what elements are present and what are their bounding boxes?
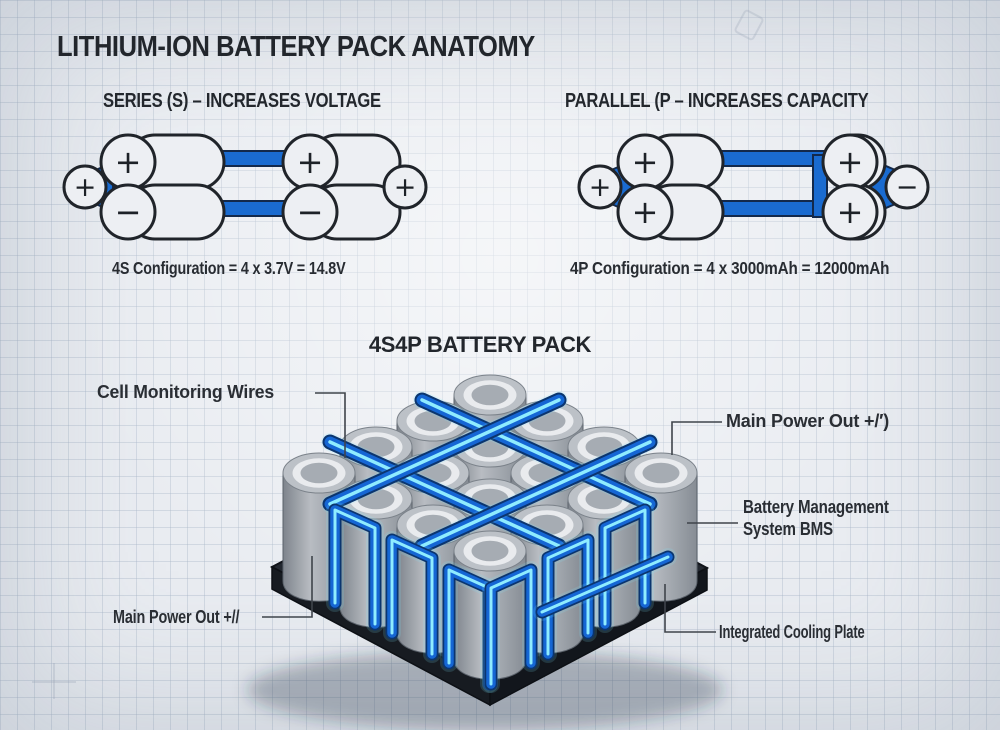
cell-sign: + [632,193,659,231]
leader-main-power-bottom [262,556,313,618]
registration-cross-h [32,681,76,683]
series-caption: 4S Configuration = 4 x 3.7V = 14.8V [112,258,346,278]
battery-pack-illustration [247,374,723,730]
series-heading: SERIES (S) – INCREASES VOLTAGE [103,90,381,112]
cell-sign: − [297,193,324,231]
pack-heading: 4S4P BATTERY PACK [368,332,592,357]
cell-sign: + [115,143,142,181]
series-cell-cap [281,183,339,241]
cell-sign: + [632,143,659,181]
series-right-terminal [382,164,428,210]
parallel-left-terminal [577,164,623,210]
series-left-terminal [62,164,108,210]
label-cell-monitoring-wires: Cell Monitoring Wires [97,382,275,402]
label-main-power-out-bottom: Main Power Out +// [113,607,240,627]
cell-sign: + [297,143,324,181]
terminal-sign: + [589,172,612,203]
parallel-heading: PARALLEL (P – INCREASES CAPACITY [565,90,869,112]
parallel-cell-cap [821,183,879,241]
parallel-cell-cap [616,183,674,241]
leader-cooling-plate [664,584,716,633]
label-integrated-cooling-plate: Integrated Cooling Plate [719,622,865,642]
page-title: LITHIUM-ION BATTERY PACK ANATOMY [57,31,535,63]
parallel-diagram: + + + + + − [577,133,930,241]
parallel-caption: 4P Configuration = 4 x 3000mAh = 12000mA… [570,258,890,278]
cell-sign: − [115,193,142,231]
terminal-sign: + [74,172,97,203]
series-diagram: + − + − + + [62,133,428,241]
series-cell-cap [99,183,157,241]
cell-sign: + [837,143,864,181]
terminal-sign: + [394,172,417,203]
label-bms: Battery Management System BMS [743,496,916,540]
parallel-right-terminal [884,164,930,210]
leader-cell-monitoring [315,392,346,458]
leader-main-power-top [671,421,722,455]
label-main-power-out-top: Main Power Out +/′) [726,411,890,431]
label-bms-line2: System BMS [743,519,833,539]
label-bms-line1: Battery Management [743,497,889,517]
cell-sign: + [837,193,864,231]
terminal-sign: − [896,172,919,203]
registration-cross-v [53,663,55,699]
